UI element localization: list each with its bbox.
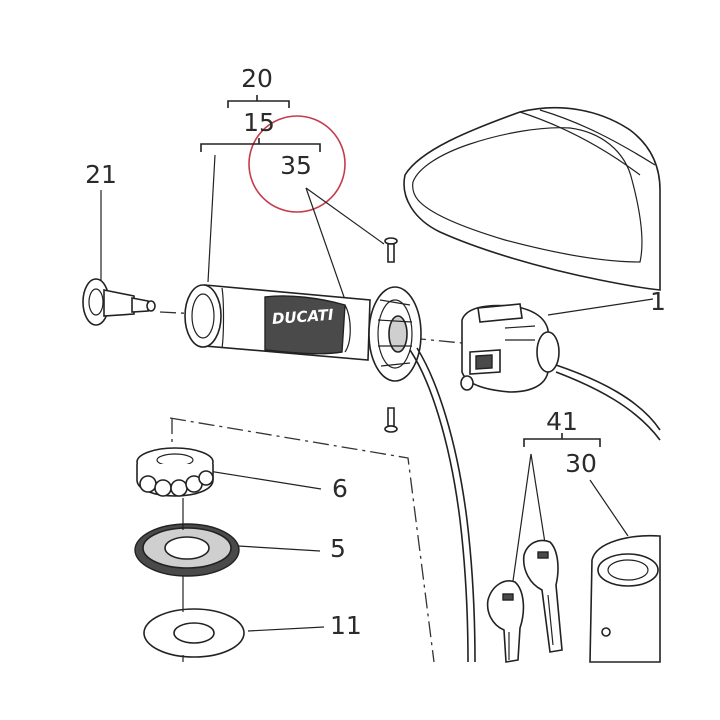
mirror	[403, 106, 661, 291]
throttle-flange	[368, 286, 422, 382]
lower-screw	[384, 407, 398, 433]
leader-lines	[100, 154, 654, 632]
bar-end-plug	[82, 278, 156, 326]
highlight-circle	[248, 115, 346, 213]
callout-21: 21	[85, 160, 117, 189]
callout-35: 35	[280, 151, 312, 180]
bearing-assembly	[136, 447, 214, 497]
callout-30: 30	[565, 449, 597, 478]
switch-housing	[460, 303, 560, 393]
throttle-cable	[409, 347, 476, 663]
callout-5: 5	[330, 534, 346, 563]
key-left	[486, 580, 525, 663]
handlebar-grip: DUCATI	[184, 284, 371, 361]
callout-15: 15	[243, 108, 275, 137]
callout-6: 6	[332, 474, 348, 503]
callout-20: 20	[241, 64, 273, 93]
bracket-20	[227, 95, 290, 108]
switch-cable	[555, 364, 661, 441]
callout-11: 11	[330, 611, 362, 640]
bracket-41	[523, 433, 601, 447]
callout-41: 41	[546, 407, 578, 436]
washer	[143, 608, 245, 658]
upper-screw	[384, 237, 398, 263]
callout-1: 1	[650, 287, 666, 316]
key-right	[522, 539, 563, 653]
grip-brand-text: DUCATI	[271, 306, 334, 328]
ignition-lock	[589, 534, 661, 663]
bracket-15	[200, 138, 321, 152]
seal-ring	[134, 523, 240, 577]
